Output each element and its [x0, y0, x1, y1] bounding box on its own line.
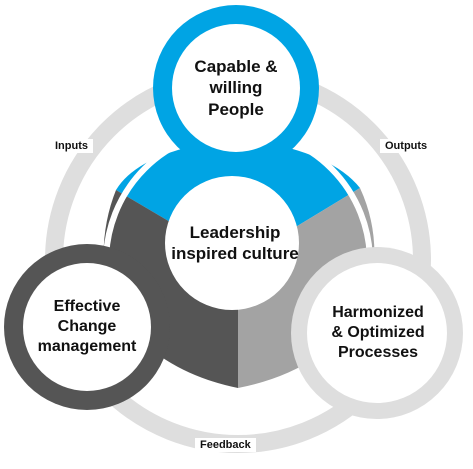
node-people-label: Capable & willing People: [194, 57, 278, 119]
node-people: [153, 5, 319, 171]
node-change-management: [4, 244, 170, 410]
node-change-management-label: Effective Change management: [37, 298, 137, 355]
feedback-label: Feedback: [195, 438, 256, 452]
node-processes: [291, 247, 463, 419]
center-label: Leadership inspired culture: [171, 222, 299, 263]
sector-change-management: [103, 190, 238, 388]
center-circle: [165, 176, 299, 310]
node-processes-label: Harmonized & Optimized Processes: [331, 304, 425, 361]
outputs-label: Outputs: [380, 139, 433, 153]
inputs-label: Inputs: [50, 139, 93, 153]
